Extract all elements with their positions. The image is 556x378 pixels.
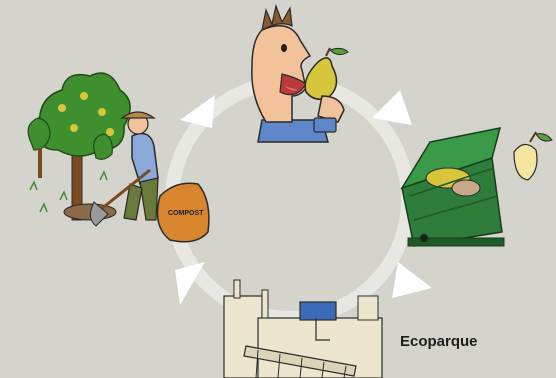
cycle-arrow-bottom-right bbox=[392, 262, 432, 298]
waste-container-illustration bbox=[402, 128, 552, 246]
compost-bag-label: COMPOST bbox=[168, 210, 204, 217]
ecoparque-label: Ecoparque bbox=[400, 333, 478, 350]
cycle-arrow-top-left bbox=[180, 95, 215, 128]
person-eating-pear-illustration bbox=[252, 6, 348, 142]
